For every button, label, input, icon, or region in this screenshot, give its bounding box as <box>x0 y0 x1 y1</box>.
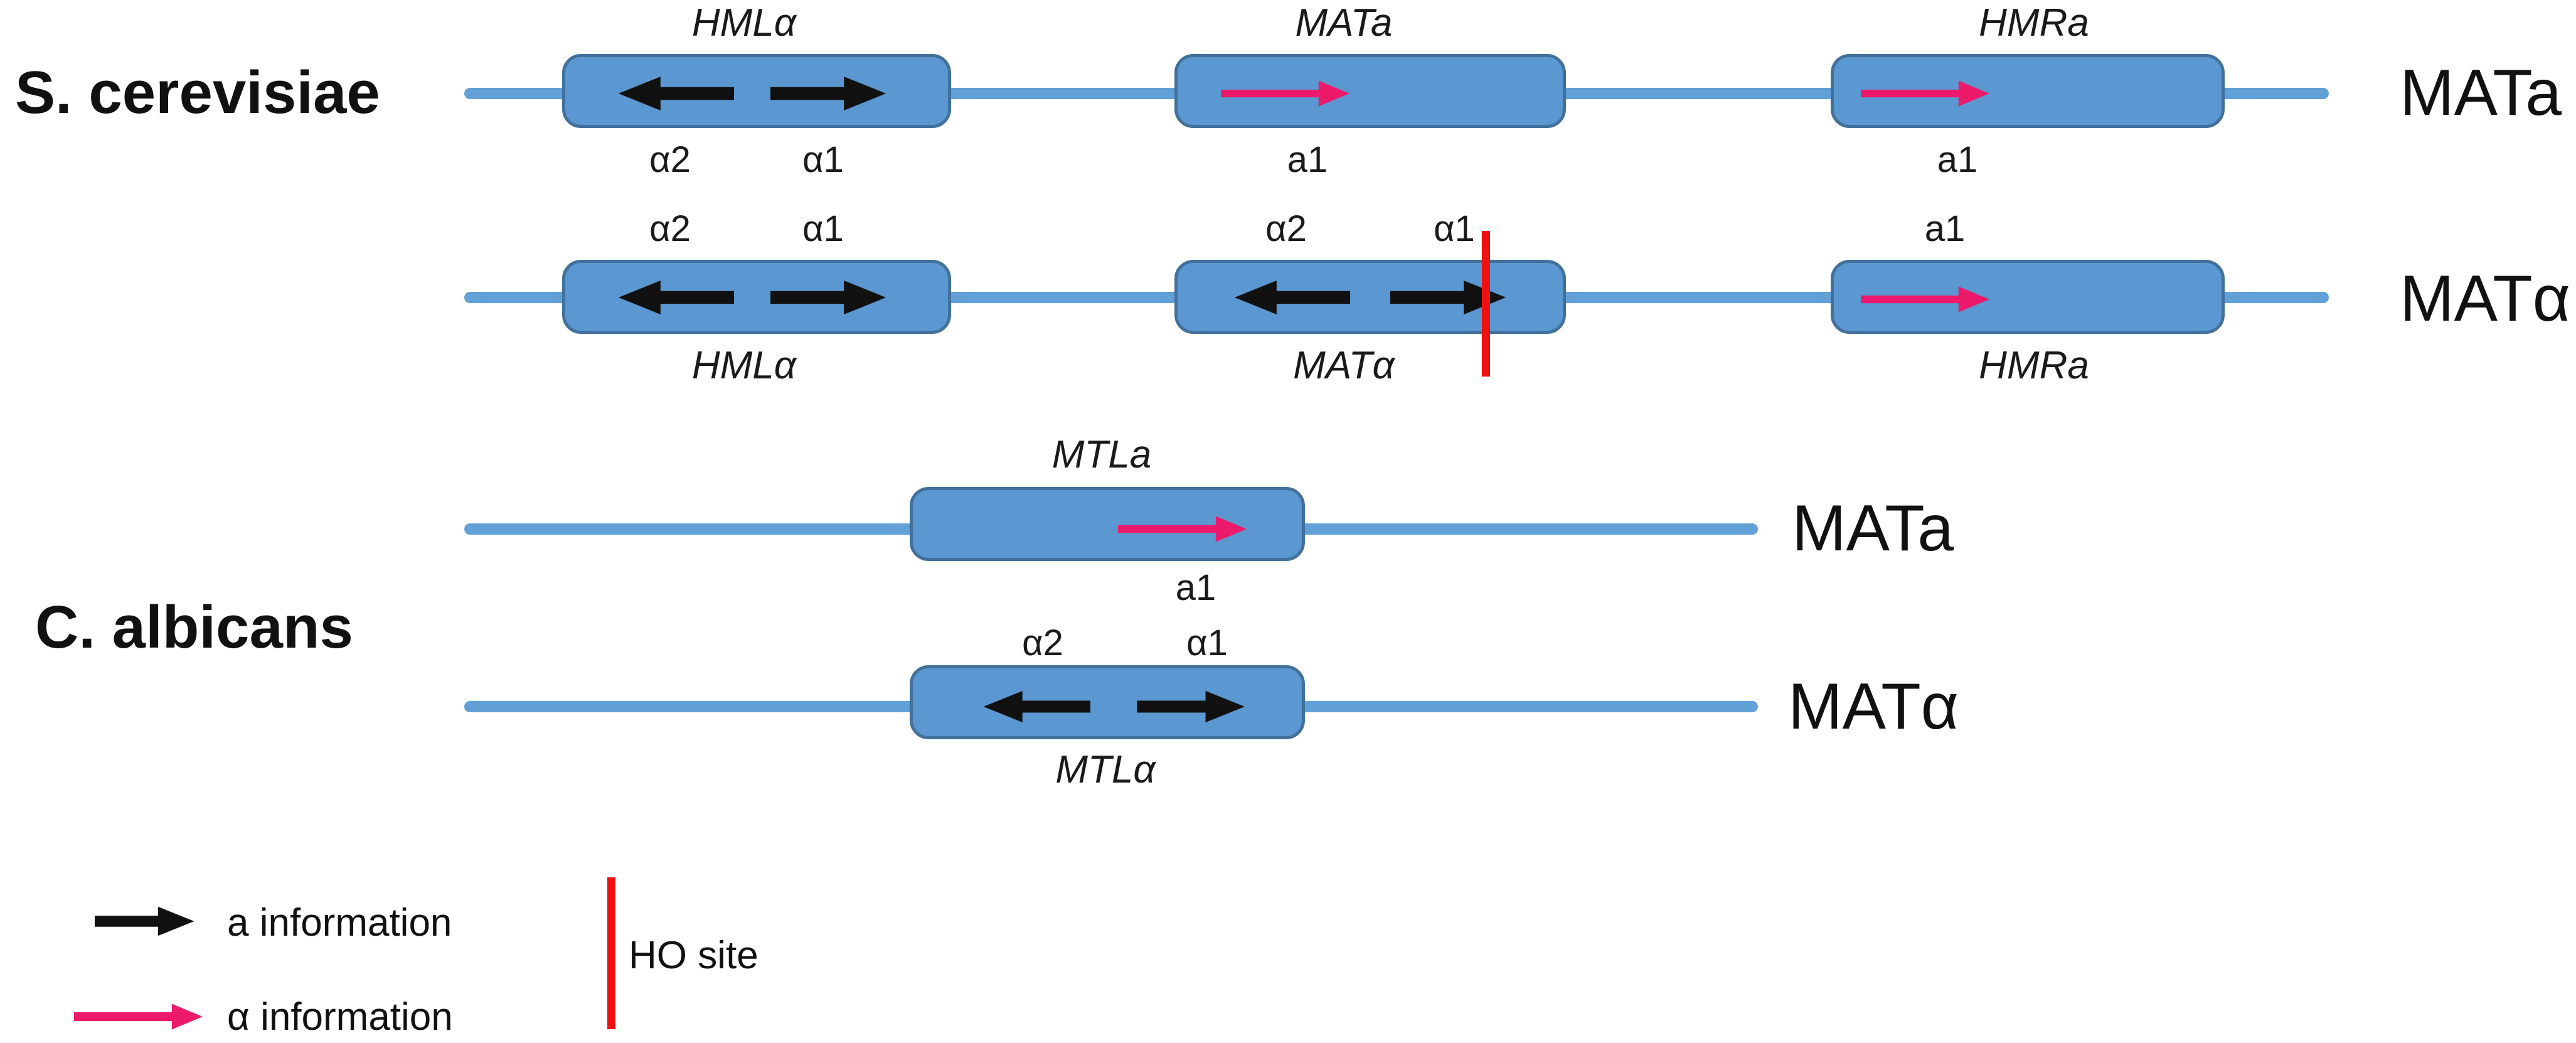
locus-name-mat-a-r1: MATa <box>1295 1 1393 45</box>
gene-label-alpha2-mtl: α2 <box>1022 623 1063 663</box>
mating-type-label-sc-matalpha: MATα <box>2400 262 2570 335</box>
species-label-s-cerevisiae: S. cerevisiae <box>15 59 380 126</box>
a-information-arrow-right-icon <box>770 77 886 110</box>
legend-a-information-arrow-icon <box>95 906 194 936</box>
species-label-c-albicans: C. albicans <box>35 594 353 661</box>
gene-label-alpha1-mat-r2: α1 <box>1434 208 1475 249</box>
locus-name-hml-alpha-r1: HMLα <box>691 1 797 45</box>
legend-alpha-information-label: α information <box>227 995 453 1039</box>
legend-ho-site-marker <box>607 877 615 1029</box>
a-information-arrow-right-icon <box>1137 690 1245 723</box>
legend-a-information-label: a information <box>227 901 452 944</box>
gene-label-alpha2-r1: α2 <box>649 139 691 180</box>
locus-name-mtl-a: MTLa <box>1051 433 1152 476</box>
locus-name-hmr-a-r1: HMRa <box>1979 1 2089 45</box>
gene-label-alpha2-mat-r2: α2 <box>1265 208 1307 249</box>
gene-label-alpha1-hml-r2: α1 <box>802 208 844 249</box>
locus-name-hmr-a-r2: HMRa <box>1979 344 2089 387</box>
alpha-information-arrow-right-icon <box>1118 516 1247 542</box>
locus-box-mtl-a <box>910 487 1305 561</box>
gene-label-alpha1-mtl: α1 <box>1186 623 1228 663</box>
a-information-arrow-left-icon <box>1234 281 1350 314</box>
gene-label-a1-mtl: a1 <box>1175 567 1216 608</box>
gene-label-alpha2-hml-r2: α2 <box>649 208 691 249</box>
locus-name-mat-alpha-r2: MATα <box>1293 344 1395 387</box>
a-information-arrow-right-icon <box>770 281 886 314</box>
gene-label-a1-hmr-r1: a1 <box>1937 139 1978 180</box>
legend-ho-site-label: HO site <box>629 934 758 977</box>
locus-box-mtl-alpha <box>910 665 1305 739</box>
gene-label-a1-hmr-r2: a1 <box>1924 208 1966 249</box>
a-information-arrow-left-icon <box>983 691 1090 722</box>
mating-type-label-sc-mata: MATa <box>2400 56 2562 129</box>
legend-alpha-information-arrow-icon <box>74 1003 203 1030</box>
gene-label-a1-mat-r1: a1 <box>1287 139 1328 180</box>
mating-type-label-ca-matalpha: MATα <box>1788 670 1959 743</box>
alpha-information-arrow-right-icon <box>1221 80 1349 107</box>
a-information-arrow-left-icon <box>618 281 734 314</box>
gene-label-alpha1-r1: α1 <box>802 139 844 180</box>
locus-name-hml-alpha-r2: HMLα <box>691 344 797 387</box>
alpha-information-arrow-right-icon <box>1861 80 1989 107</box>
alpha-information-arrow-right-icon <box>1861 286 1989 313</box>
a-information-arrow-right-icon <box>1390 281 1506 314</box>
a-information-arrow-left-icon <box>618 77 734 110</box>
ho-site-marker-mat-alpha <box>1482 231 1490 377</box>
mating-type-label-ca-mata: MATa <box>1792 492 1954 565</box>
locus-name-mtl-alpha: MTLα <box>1055 748 1156 791</box>
locus-box-hmr-a-r1 <box>1831 54 2225 128</box>
